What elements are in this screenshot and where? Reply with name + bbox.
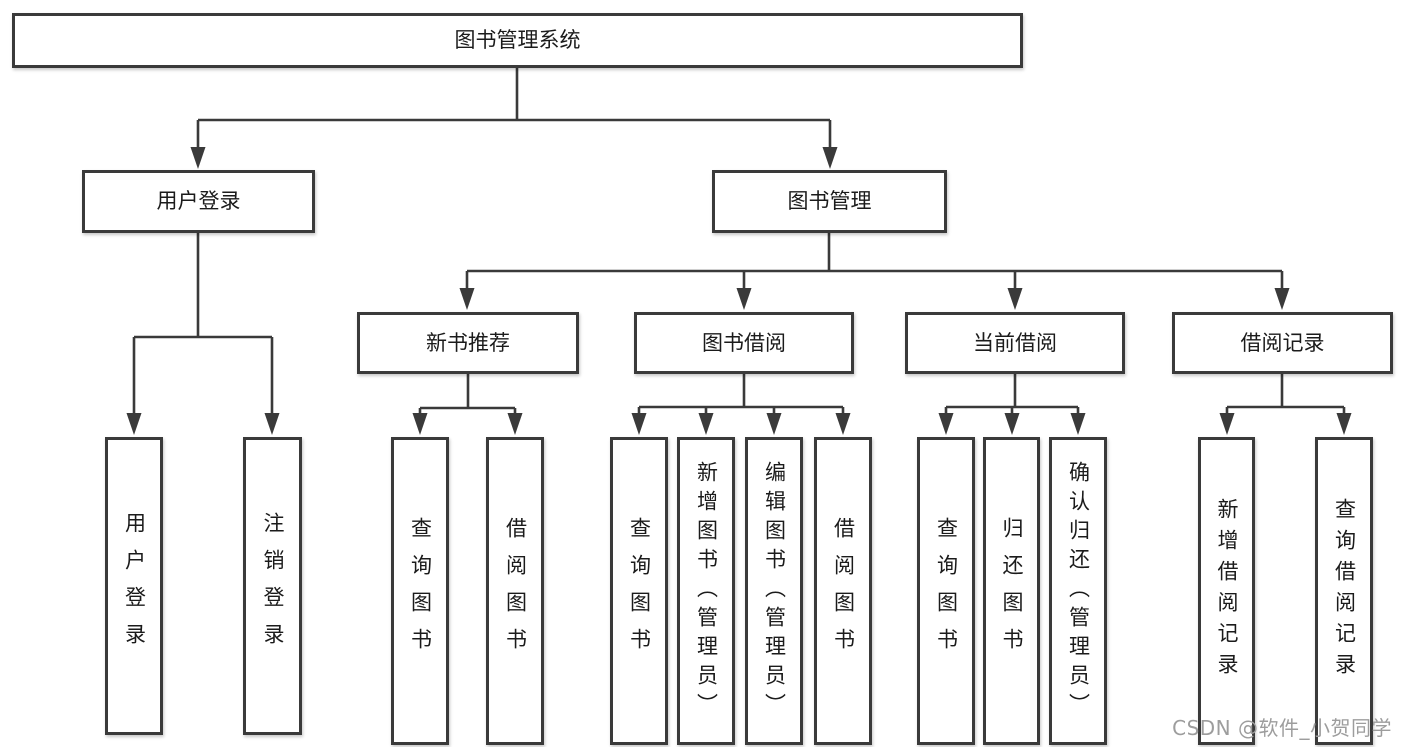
arrowhead <box>190 147 206 169</box>
arrowhead <box>1219 413 1235 435</box>
leaf-return-books: 归还图书 <box>983 437 1040 745</box>
node-book-borrowing: 图书借阅 <box>634 312 854 374</box>
arrowhead <box>459 288 475 310</box>
edge-current-borrow-children <box>944 374 1080 417</box>
arrowhead <box>822 147 838 169</box>
edge-new-books-children <box>418 374 517 417</box>
arrowhead <box>1070 413 1086 435</box>
edge-user-login-children <box>132 233 274 417</box>
leaf-query-books-3: 查询图书 <box>917 437 975 745</box>
arrowhead <box>698 413 714 435</box>
arrowhead <box>1004 413 1020 435</box>
arrowhead <box>1336 413 1352 435</box>
arrowhead <box>835 413 851 435</box>
node-root: 图书管理系统 <box>12 13 1023 68</box>
arrowhead <box>126 413 142 435</box>
arrowhead <box>631 413 647 435</box>
leaf-query-books-1: 查询图书 <box>391 437 449 745</box>
arrowhead <box>412 413 428 435</box>
node-user-login: 用户登录 <box>82 170 315 233</box>
arrowhead <box>736 288 752 310</box>
arrowhead <box>1274 288 1290 310</box>
csdn-watermark: CSDN @软件_小贺同学 <box>1172 716 1392 740</box>
leaf-query-borrow-record: 查询借阅记录 <box>1315 437 1373 745</box>
arrowhead <box>766 413 782 435</box>
leaf-query-books-2: 查询图书 <box>610 437 668 745</box>
node-new-book-recommend: 新书推荐 <box>357 312 579 374</box>
leaf-borrow-books-1: 借阅图书 <box>486 437 544 745</box>
leaf-user-login: 用户登录 <box>105 437 163 735</box>
leaf-edit-books-admin: 编辑图书（管理员） <box>745 437 803 745</box>
edge-borrow-records-children <box>1225 374 1346 417</box>
leaf-borrow-books-2: 借阅图书 <box>814 437 872 745</box>
edge-root-to-level2 <box>196 68 832 150</box>
node-book-management: 图书管理 <box>712 170 947 233</box>
arrowhead <box>264 413 280 435</box>
arrowhead <box>938 413 954 435</box>
edge-book-mgmt-children <box>465 233 1284 292</box>
node-borrowing-records: 借阅记录 <box>1172 312 1393 374</box>
leaf-logout: 注销登录 <box>243 437 302 735</box>
arrowhead <box>1007 288 1023 310</box>
arrowhead <box>507 413 523 435</box>
leaf-confirm-return-admin: 确认归还（管理员） <box>1049 437 1107 745</box>
leaf-add-books-admin: 新增图书（管理员） <box>677 437 735 745</box>
edge-book-borrow-children <box>637 374 845 417</box>
node-current-borrowing: 当前借阅 <box>905 312 1125 374</box>
leaf-add-borrow-record: 新增借阅记录 <box>1198 437 1255 745</box>
